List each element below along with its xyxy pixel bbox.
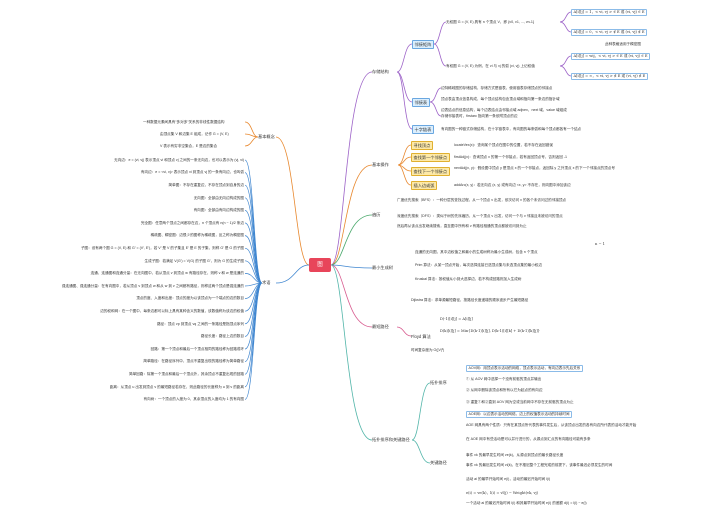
topic-critical-path[interactable]: 关键路径 xyxy=(430,460,447,465)
activity-slack-text: 一个活动 ai 的最迟开始时间 l(i) 和其最早开始时间 e(i) 的差额 d… xyxy=(466,501,587,505)
term-item: 稀疏图、稠密图：边很少的图称为稀疏图，反之称为稠密图 xyxy=(150,233,244,238)
event-latest-text: 事件 vk 的最迟发生时间 vl(k)，在不推迟整个工程完成的前提下，该事件最迟… xyxy=(466,463,613,467)
term-item: 路径长度：路径上边的数目 xyxy=(200,334,244,339)
insert-edge-text: addArc(x, y)：若无向边 (x, y) 或有向边 <x, y> 不存在… xyxy=(454,183,571,187)
branch-storage-structure[interactable]: 存储结构 xyxy=(372,69,389,74)
branch-shortest-path[interactable]: 最短路径 xyxy=(372,324,389,329)
mst-definition-text: 连通的无向图，其中边权值之和最小的生成树称为最小生成树，包含 n 个顶点 xyxy=(415,250,538,254)
adj-list-text-4: 存储邻接表时，firstarc 指向第一条依附顶点的边 xyxy=(441,114,518,118)
adj-list-text-1: 边特稀疏图的存储结构，存储方式是链表，使用链表存储顶点的邻接点 xyxy=(441,86,553,90)
term-item: 完全图：任意两个顶点之间都存在边，n 个顶点有 n(n − 1)/2 条边 xyxy=(140,220,244,225)
traversal-bfs-text: 广度优先搜索（BFS）：一种分层的查找过程，从一个顶点 v 出发，依次访问 v … xyxy=(397,198,567,202)
topo-step-3: ③ 重复①和②直到 AOV 网为空或当前网中不存在无前驱的顶点为止 xyxy=(466,400,574,404)
mst-prim-text: Prim 算法：从某一顶点开始，每次选择连接已选顶点集与未选顶点集的最小权边 xyxy=(415,263,542,267)
adj-matrix-note-dense: 此种表格适用于稠密图 xyxy=(605,42,641,46)
concept-components-text: 由顶点集 V 和边集 E 组成，记作 G = (V, E) xyxy=(160,132,229,136)
term-item: 连通、连通图和连通分量：在无向图中，若从顶点 v 到顶点 w 有路径存在，则称 … xyxy=(90,271,244,276)
term-item: 强连通图、强连通分量：在有向图中，若从顶点 v 到顶点 w 和从 w 到 v 之… xyxy=(61,283,244,288)
floyd-formula-init: D(-1)[i][j] = A[i][j] xyxy=(440,317,473,321)
term-item: 有向图：全部由有向边构成的图 xyxy=(193,208,244,213)
topic-first-adjacent[interactable]: 查找第一个邻接点 xyxy=(411,153,450,162)
mst-edge-count-formula: n − 1 xyxy=(595,242,605,246)
traversal-dfs-text-2: 然后再从该点出发继续搜索，直至图中所有和 v 有路径相通的顶点都被访问到为止 xyxy=(397,224,527,228)
aoe-parallel-text: 在 AOE 网中有些活动是可以并行进行的，从源点到汇点的有向路径可能有多条 xyxy=(466,437,591,441)
adj-matrix-unweighted-text: 无权图 G = (V, E) 具有 n 个顶点 V，即 {v0, v1, ...… xyxy=(446,20,535,24)
branch-terminology[interactable]: 术语 xyxy=(262,280,271,285)
locate-vertex-text: locateVex(x)：查询某个顶点在图中的位置，若不存在返回错误 xyxy=(454,143,553,147)
activity-earliest-text: 活动 ai 的最早开始时间 e(i)，活动的最迟开始时间 l(i) xyxy=(466,477,551,481)
dijkstra-text: Dijkstra 算法：求单源最短路径，按路径长度递增的顺序逐步产生最短路径 xyxy=(411,298,529,302)
floyd-complexity-text: 时间复杂度为 O(|V|³) xyxy=(411,348,445,352)
mst-kruskal-text: Kruskal 算法：按权值从小到大选择边，若不构成回路则加入生成树 xyxy=(415,277,522,281)
central-topic[interactable]: 图 xyxy=(309,258,331,272)
branch-basic-operations[interactable]: 基本操作 xyxy=(372,162,389,167)
aoe-network-text: AOE网：以边表示活动的网络，边上的权值表示活动的持续时间 xyxy=(466,411,573,418)
adj-matrix-formula-3: A[i][j] = wij，< vi, vj > ∈ E 或 (vi, vj) … xyxy=(571,53,651,60)
branch-basic-concepts[interactable]: 基本概念 xyxy=(258,134,275,139)
concept-definition-text: 一种数据元素间具有“多对多”关系的非线性数据结构 xyxy=(143,120,225,124)
term-item: 无向图：全部由无向边构成的图 xyxy=(193,195,244,200)
adj-list-text-3: 边表结点的信息结构，每个边表结点由邻接点域 adjvex、next 域、valu… xyxy=(441,108,567,112)
term-item: 简单回路：除第一个顶点和最后一个顶点外，其余顶点不重复出现的回路 xyxy=(129,371,244,376)
adj-matrix-formula-2: A[i][j] = 0，< vi, vj > ∉ E 或 (vi, vj) ∉ … xyxy=(571,29,647,36)
term-item: 顶点的度、入度和出度：顶点的度为以该顶点为一个端点的边的数目 xyxy=(136,296,244,301)
term-item: 回路：第一个顶点和最后一个顶点相同的路径称为回路或环 xyxy=(150,346,244,351)
term-item: 距离：从顶点 u 出发到顶点 v 的最短路径若存在，则此路径的长度称为 u 到 … xyxy=(109,384,244,389)
term-connector xyxy=(244,247,263,284)
topo-step-1: ① 从 AOV 网中选择一个没有前驱的顶点并输出 xyxy=(466,377,542,381)
branch-topological-critical-path[interactable]: 拓扑排序和关键路径 xyxy=(372,437,410,442)
first-adjacent-text: firstAdj(x)：查询顶点 x 的第一个邻接点，若有返回顶点号，否则返回 … xyxy=(454,155,568,159)
term-item: 有向边：e = <vi, vj> 表示顶点 vi 到顶点 vj 的一条有向边，也… xyxy=(140,170,244,175)
term-connector xyxy=(244,222,263,284)
topic-orthogonal-list[interactable]: 十字链表 xyxy=(412,125,434,134)
term-item: 边的权和网：在一个图中，每条边都可以标上具有某种含义的数值，该数值称为该边的权值 xyxy=(100,308,244,313)
activity-formula-text: e(i) = ve(k)，l(i) = vl(j) − Weight(vk, v… xyxy=(466,491,539,495)
term-item: 生成子图：若满足 V(G′) = V(G) 的子图 G′，则为 G 的生成子图 xyxy=(144,258,244,263)
event-earliest-text: 事件 vk 的最早发生时间 ve(k)，从源点到顶点的最长路径长度 xyxy=(466,453,564,457)
adj-matrix-formula-1: A[i][j] = 1，< vi, vj > ∈ E 或 (vi, vj) ∈ … xyxy=(571,9,647,16)
floyd-formula-recurrence: D(k)[i][j] = Min{D(k-1)[i][j], D(k-1)[i]… xyxy=(440,329,540,333)
branch-minimum-spanning-tree[interactable]: 最小生成树 xyxy=(372,265,393,270)
topic-adjacency-matrix[interactable]: 邻接矩阵 xyxy=(412,40,434,49)
term-connector xyxy=(244,282,263,400)
adj-matrix-formula-4: A[i][j] = ∞，< vi, vj > ∉ E 或 (vi, vj) ∉ … xyxy=(571,73,648,80)
topic-next-adjacent[interactable]: 查找下一个邻接点 xyxy=(411,167,450,176)
term-connector xyxy=(244,235,263,284)
aoe-property-text: AOE 网具有两个性质：只有在某顶点所代表的事件发生后，从该顶点出发的各有向边所… xyxy=(466,423,637,427)
topic-locate-vertex[interactable]: 寻找顶点 xyxy=(411,141,433,150)
topic-insert-edge[interactable]: 插入边或弧 xyxy=(411,181,437,190)
next-adjacent-text: nextAdj(x, y)：假设图中顶点 y 是顶点 x 的一个邻接点，返回除 … xyxy=(454,166,615,170)
aov-network-text: AOV网：用顶点表示活动的网络，顶点表示活动，有向边表示先后关系 xyxy=(466,365,583,372)
term-item: 有向树：一个顶点的入度为 0、其余顶点的入度均为 1 的有向图 xyxy=(143,397,244,402)
topic-floyd[interactable]: Floyd 算法 xyxy=(411,334,431,339)
topo-step-2: ② 从网中删除该顶点和所有以它为起点的有向边 xyxy=(466,388,543,392)
term-connector xyxy=(244,260,263,284)
branch-traversal[interactable]: 遍历 xyxy=(372,212,381,217)
topic-adjacency-list[interactable]: 邻接表 xyxy=(412,98,430,107)
adj-matrix-weighted-text: 有权图 G = (V, E) 为例，在 vi 与 vj 的弧 (vi, vj) … xyxy=(446,64,535,68)
adj-list-text-2: 顶点表由顶点信息构成，每个顶点结构包含顶点域和指向第一条边的指针域 xyxy=(441,97,560,101)
traversal-dfs-text: 深度优先搜索（DFS）：类似于树的先序遍历，从一个顶点 v 出发，访问一个与 v… xyxy=(397,214,563,218)
concept-sets-text: V 表示有穷非空集合，E 是边的集合 xyxy=(160,144,218,148)
topic-topological-sort[interactable]: 拓扑排序 xyxy=(430,380,447,385)
term-item: 简单路径：在路径序列中，顶点不重复出现的路径称为简单路径 xyxy=(143,359,244,364)
term-item: 路径：顶点 vp 到顶点 vq 之间的一条路径是指顶点序列 xyxy=(156,321,244,326)
orthogonal-list-text: 有向图的一种链式存储结构，在十字链表中，有向图的每条弧和每个顶点都各有一个结点 xyxy=(441,127,582,131)
term-item: 无向边：e = (vi, vj) 表示顶点 vi 和顶点 vj 之间的一条无向边… xyxy=(114,157,244,162)
term-item: 简单图：不存在重复边，不存在顶点到自身的边 xyxy=(168,182,244,187)
term-item: 子图：设有两个图 G = (V, E) 和 G′ = (V′, E′)，若 V′… xyxy=(80,245,244,250)
